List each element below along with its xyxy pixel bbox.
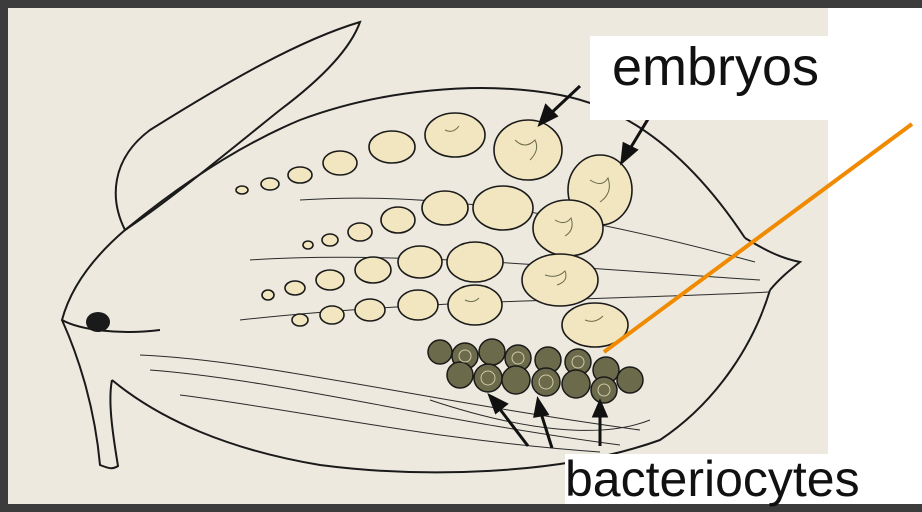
white-strip-right bbox=[828, 8, 922, 504]
bacteriocytes-label: bacteriocytes bbox=[565, 454, 868, 504]
embryos-label: embryos bbox=[590, 36, 837, 120]
eye bbox=[86, 312, 110, 332]
